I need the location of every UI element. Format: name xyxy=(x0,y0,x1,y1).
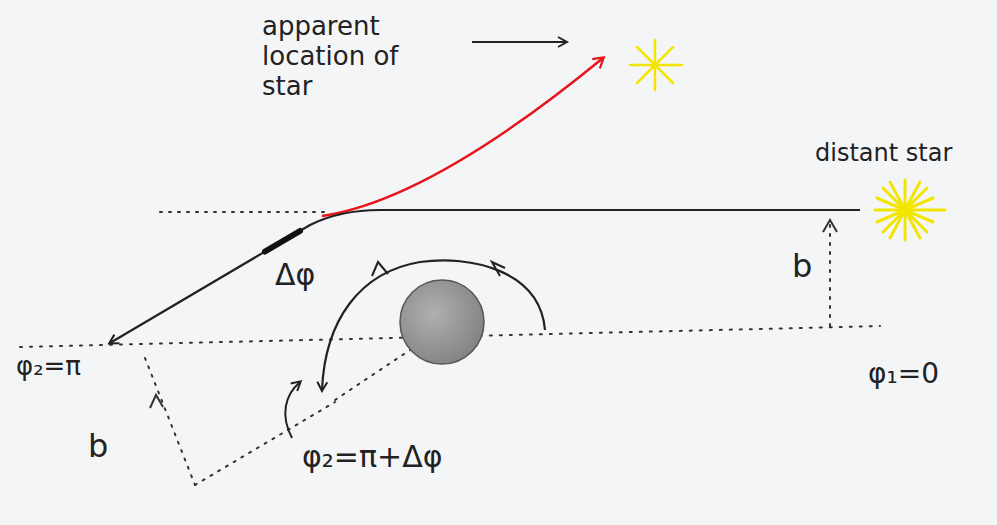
final-angle-label: φ₂=π xyxy=(16,352,81,382)
initial-angle-label: φ₁=0 xyxy=(868,358,939,390)
distant-star-label: distant star xyxy=(815,140,952,168)
deflection-angle-label: Δφ xyxy=(275,258,315,293)
impact-parameter-label: b xyxy=(792,248,812,285)
final-angle-label: φ₂=π+Δφ xyxy=(302,440,442,475)
apparent-location-label: apparent location of star xyxy=(262,12,427,102)
impact-parameter-label: b xyxy=(88,428,108,465)
